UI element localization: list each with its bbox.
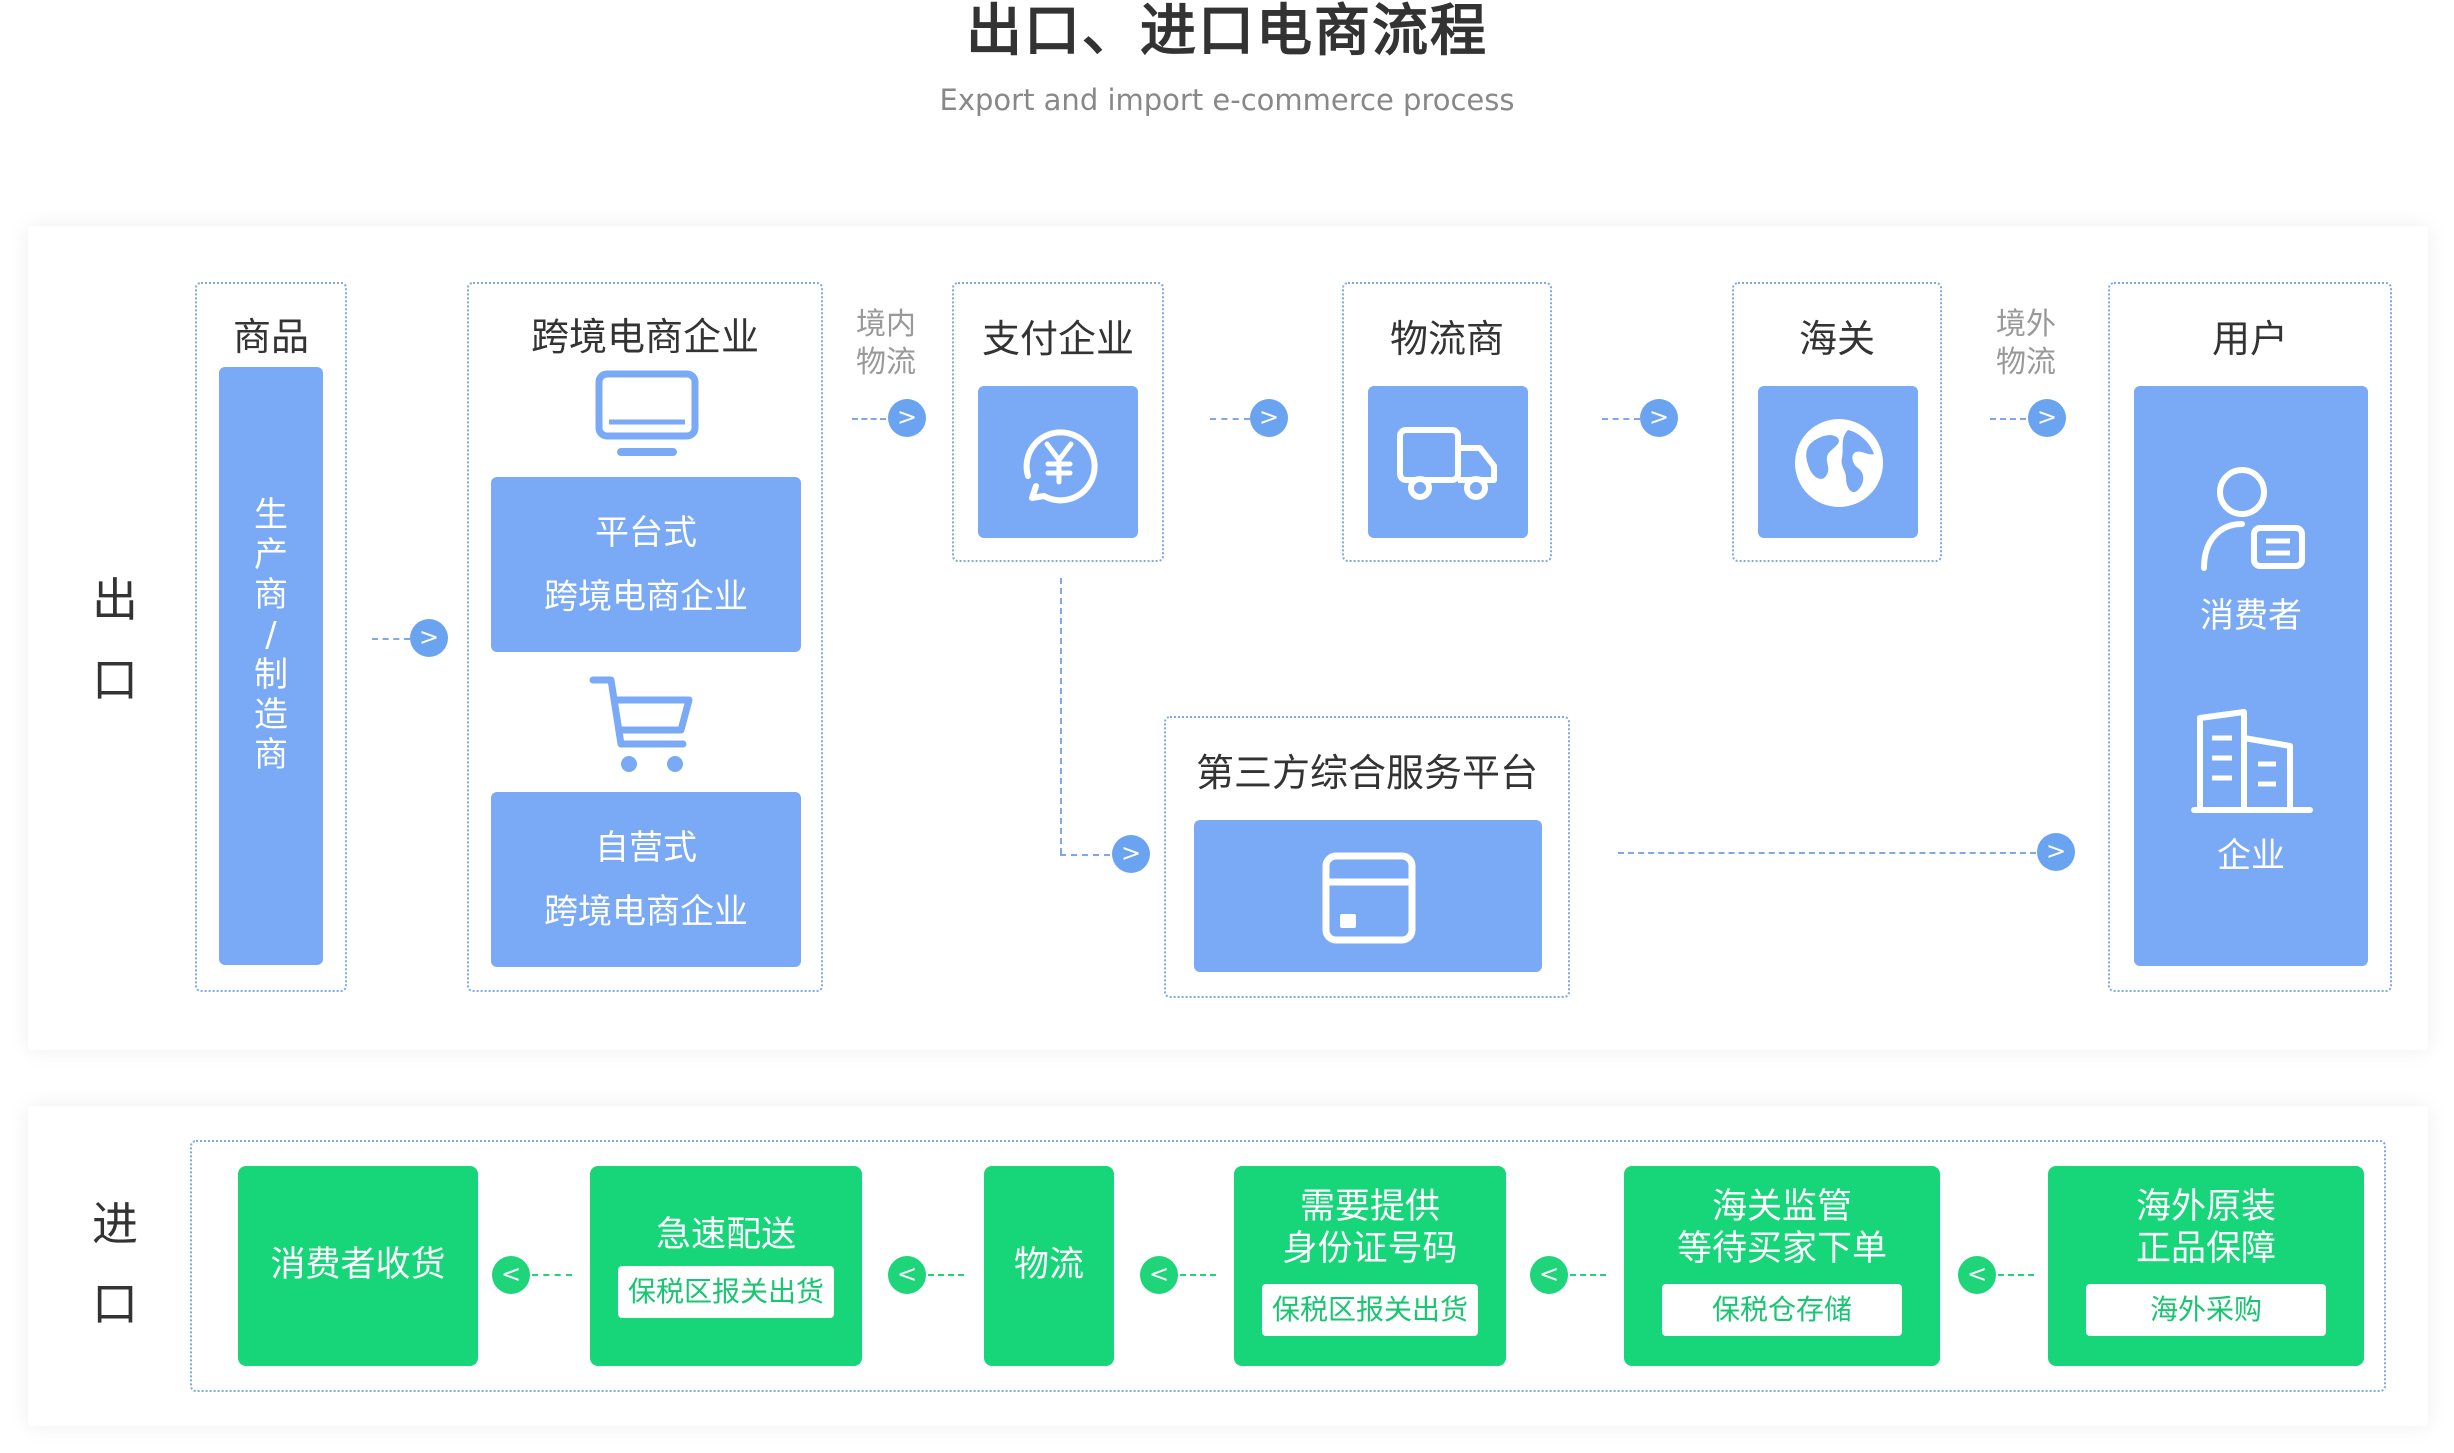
arrow-right-icon: > [1250,399,1288,437]
connector-line [1180,1274,1216,1276]
truck-icon [1396,422,1500,504]
third-party-title: 第三方综合服务平台 [1195,751,1538,795]
connector-line [852,418,886,420]
customs-card [1758,386,1918,538]
package-icon [1320,848,1418,946]
payment-box: 支付企业 [952,282,1164,562]
connector-line [1060,578,1062,854]
import-step-express-delivery: 急速配送 保税区报关出货 [590,1166,862,1366]
connector-line [1060,854,1110,856]
connector-line [1998,1274,2034,1276]
connector-line [1618,852,2036,854]
import-flow-box [190,1140,2386,1392]
arrow-left-icon: < [1140,1256,1178,1294]
self-run-card: 自营式 跨境电商企业 [491,792,801,967]
arrow-left-icon: < [1530,1256,1568,1294]
arrow-right-icon: > [2028,399,2066,437]
arrow-right-icon: > [2037,833,2075,871]
third-party-card [1194,820,1542,972]
ecommerce-title: 跨境电商企业 [530,315,759,359]
producer-char: 生 [254,495,288,535]
platform-card: 平台式 跨境电商企业 [491,477,801,652]
connector-line [1570,1274,1606,1276]
connector-line [1602,418,1640,420]
user-box: 用户 消费者 企业 [2108,282,2392,992]
globe-icon [1792,416,1886,510]
producer-char: 产 [254,535,288,575]
connector-line [928,1274,964,1276]
page-title: 出口、进口电商流程 [966,0,1488,64]
logistics-title: 物流商 [1389,317,1504,361]
connector-line [1210,418,1250,420]
overseas-logistics-label: 境外 物流 [1996,307,2056,380]
customs-box: 海关 [1732,282,1942,562]
connector-line [1990,418,2026,420]
domestic-logistics-label: 境内 物流 [856,307,916,380]
producer-char: 商 [254,735,288,775]
user-title: 用户 [2211,317,2288,361]
connector-line [532,1274,572,1276]
payment-card [978,386,1138,538]
payment-title: 支付企业 [981,317,1134,361]
ecommerce-box: 跨境电商企业 平台式 跨境电商企业 自营式 跨境电商企业 [467,282,823,992]
logistics-card [1368,386,1528,538]
goods-title: 商品 [232,315,309,359]
import-step-consumer-receive: 消费者收货 [238,1166,478,1366]
producer-char: / [265,615,277,655]
import-step-tag: 海外采购 [2086,1284,2326,1336]
shopping-cart-icon [587,670,697,780]
enterprise-building-icon [2190,708,2314,816]
customs-title: 海关 [1798,317,1875,361]
logistics-box: 物流商 [1342,282,1552,562]
arrow-left-icon: < [888,1256,926,1294]
user-card: 消费者 企业 [2134,386,2368,966]
connector-line [372,638,410,640]
arrow-left-icon: < [492,1256,530,1294]
yuan-coin-icon [1014,418,1104,508]
enterprise-label: 企业 [2217,836,2285,876]
page-subtitle: Export and import e-commerce process [939,83,1515,117]
producer-char: 商 [254,575,288,615]
arrow-left-icon: < [1958,1256,1996,1294]
import-label: 进 口 [92,1197,138,1331]
arrow-right-icon: > [410,619,448,657]
producer-card: 生 产 商 / 制 造 商 [219,367,323,965]
import-step-provide-id: 需要提供 身份证号码 保税区报关出货 [1234,1166,1506,1366]
import-step-tag: 保税区报关出货 [618,1266,834,1318]
import-step-tag: 保税仓存储 [1662,1284,1902,1336]
import-step-overseas-original: 海外原装 正品保障 海外采购 [2048,1166,2364,1366]
producer-char: 造 [254,695,288,735]
import-step-logistics: 物流 [984,1166,1114,1366]
consumer-icon [2196,464,2308,574]
export-label: 出 口 [92,573,138,707]
import-step-tag: 保税区报关出货 [1262,1284,1478,1336]
arrow-right-icon: > [1112,835,1150,873]
arrow-right-icon: > [888,399,926,437]
goods-box: 商品 生 产 商 / 制 造 商 [195,282,347,992]
third-party-box: 第三方综合服务平台 [1164,716,1570,998]
monitor-icon [595,370,699,460]
consumer-label: 消费者 [2200,596,2302,636]
import-step-customs-supervision: 海关监管 等待买家下单 保税仓存储 [1624,1166,1940,1366]
producer-char: 制 [254,655,288,695]
arrow-right-icon: > [1640,399,1678,437]
